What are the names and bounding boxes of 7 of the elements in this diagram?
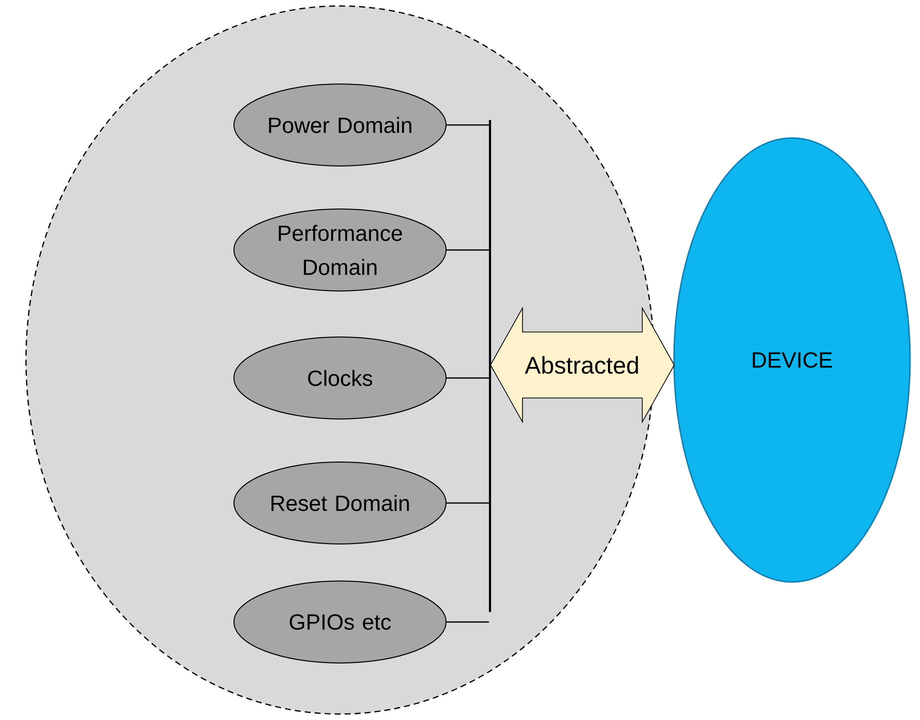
connector-line	[446, 502, 489, 504]
connector-line	[446, 249, 489, 251]
connector-line	[446, 124, 489, 126]
edge-label: Abstracted	[524, 356, 638, 374]
connector-line	[446, 621, 489, 623]
bus-line	[488, 120, 492, 612]
connector-line	[446, 377, 489, 379]
